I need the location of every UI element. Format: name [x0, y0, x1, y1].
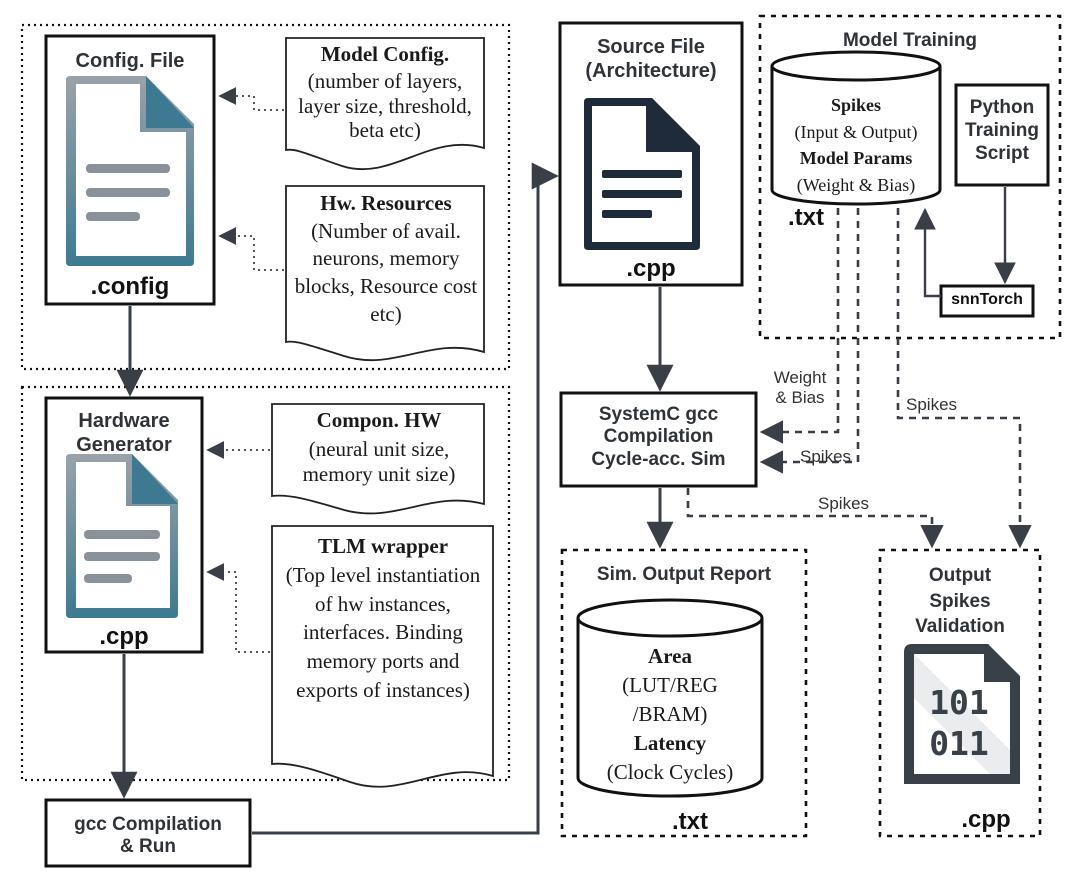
- validation-line3: Validation: [915, 616, 1005, 638]
- sim-report-cylinder: [576, 598, 764, 798]
- hardware-generator-ext: .cpp: [99, 623, 149, 650]
- python-script-box: [954, 83, 1050, 187]
- spikes-label-b: Spikes: [906, 395, 958, 414]
- area-detail-1: (LUT/REG: [622, 672, 718, 697]
- systemc-line1: SystemC gcc: [598, 404, 719, 425]
- spikes-in-flow: [759, 208, 860, 474]
- validation-title: Output Spikes Validation: [880, 563, 1040, 640]
- snntorch-box: [939, 284, 1035, 318]
- training-cylinder-contents: Spikes (Input & Output) Model Params (We…: [772, 92, 940, 199]
- hw-resources-title: Hw. Resources: [320, 191, 452, 215]
- weight-bias-flow: [759, 208, 840, 444]
- gcc-compile-line1: gcc Compilation: [74, 814, 222, 835]
- sim-spikes-flow: [686, 488, 944, 549]
- python-script-label: Python Training Script: [956, 96, 1048, 166]
- hw-resources-note: [285, 185, 485, 361]
- hardware-title-line2: Generator: [76, 433, 172, 456]
- script-line2: Training: [965, 120, 1039, 142]
- snntorch-to-cylinder-arrow: [914, 207, 941, 298]
- training-data-ext: .txt: [788, 204, 824, 231]
- binary-digits: 101 011: [914, 682, 1004, 765]
- sim-output-frame: [560, 548, 808, 838]
- weight-bias-line2: & Bias: [775, 388, 825, 408]
- systemc-label: SystemC gcc Compilation Cycle-acc. Sim: [561, 404, 756, 471]
- gcc-compile-line2: & Run: [120, 836, 176, 858]
- tlm-wrapper-note: [271, 525, 494, 788]
- script-line1: Python: [969, 97, 1035, 118]
- tlm-wrapper-link: [206, 563, 270, 653]
- config-group-frame: [20, 23, 511, 371]
- hw-resources-body: (Number of avail. neurons, memory blocks…: [294, 218, 478, 326]
- systemc-line3: Cycle-acc. Sim: [591, 448, 726, 470]
- model-config-text: Model Config. (number of layers, layer s…: [288, 42, 482, 143]
- spikes-detail: (Input & Output): [794, 121, 918, 142]
- latency-label: Latency: [633, 730, 707, 755]
- tlm-wrapper-body: (Top level instantiation of hw instances…: [285, 562, 481, 702]
- compon-hw-text: Compon. HW (neural unit size, memory uni…: [276, 408, 482, 486]
- model-training-title: Model Training: [842, 30, 978, 51]
- snntorch-label: snnTorch: [951, 291, 1023, 308]
- area-label: Area: [648, 644, 692, 668]
- area-detail-2: /BRAM): [632, 701, 708, 726]
- sim-output-title: Sim. Output Report: [596, 564, 772, 585]
- binary-row-1: 101: [929, 683, 989, 722]
- compon-hw-body: (neural unit size, memory unit size): [302, 436, 456, 486]
- script-line3: Script: [975, 143, 1029, 165]
- compon-hw-note: [271, 403, 485, 515]
- systemc-box: [559, 391, 758, 488]
- validation-line1: Output: [928, 565, 992, 586]
- hw-resources-text: Hw. Resources (Number of avail. neurons,…: [290, 190, 482, 329]
- source-file-ext: .cpp: [626, 255, 676, 282]
- training-data-cylinder: [770, 50, 942, 206]
- model-training-frame: [758, 14, 1062, 340]
- gcc-compile-box: [44, 798, 252, 868]
- spikes-label-a: Spikes: [800, 447, 852, 466]
- spikes-label: Spikes: [830, 95, 882, 115]
- gcc-compile-label: gcc Compilation & Run: [46, 814, 250, 859]
- sim-output-contents: Area (LUT/REG /BRAM) Latency (Clock Cycl…: [580, 642, 760, 787]
- tlm-wrapper-text: TLM wrapper (Top level instantiation of …: [276, 532, 490, 705]
- config-document-icon: [66, 76, 194, 266]
- spikes-label-c: Spikes: [818, 494, 870, 513]
- source-title-line2: (Architecture): [585, 59, 717, 82]
- hardware-generator-title: Hardware Generator: [46, 410, 202, 457]
- model-config-title: Model Config.: [320, 42, 450, 66]
- systemc-line2: Compilation: [603, 426, 714, 448]
- gcc-to-source-arrow: [252, 162, 559, 835]
- hardware-group-frame: [20, 385, 511, 782]
- compon-hw-title: Compon. HW: [316, 408, 442, 432]
- validation-ext: .cpp: [961, 806, 1011, 833]
- validation-frame: [878, 548, 1042, 838]
- hardware-title-line1: Hardware: [78, 410, 170, 432]
- binary-document-icon: [904, 644, 1020, 784]
- params-label: Model Params: [799, 148, 913, 169]
- config-file-ext: .config: [90, 273, 170, 300]
- binary-row-2: 011: [929, 724, 989, 764]
- model-config-link: [218, 87, 284, 111]
- params-detail: (Weight & Bias): [796, 174, 916, 195]
- tlm-wrapper-title: TLM wrapper: [317, 534, 449, 558]
- sim-output-ext: .txt: [672, 808, 708, 835]
- spikes-out-flow: [896, 208, 1032, 549]
- config-file-title: Config. File: [75, 50, 185, 72]
- hw-resources-link: [218, 227, 284, 271]
- validation-line2: Spikes: [929, 590, 991, 612]
- model-config-note: [285, 37, 485, 171]
- weight-bias-line1: Weight: [773, 368, 827, 387]
- source-title-line1: Source File: [597, 36, 705, 58]
- source-document-icon: [584, 98, 700, 250]
- hardware-document-icon: [66, 454, 178, 618]
- source-file-title: Source File (Architecture): [560, 36, 742, 83]
- weight-bias-label: Weight & Bias: [768, 368, 832, 409]
- model-config-body: (number of layers, layer size, threshold…: [298, 68, 472, 143]
- latency-detail: (Clock Cycles): [606, 759, 734, 784]
